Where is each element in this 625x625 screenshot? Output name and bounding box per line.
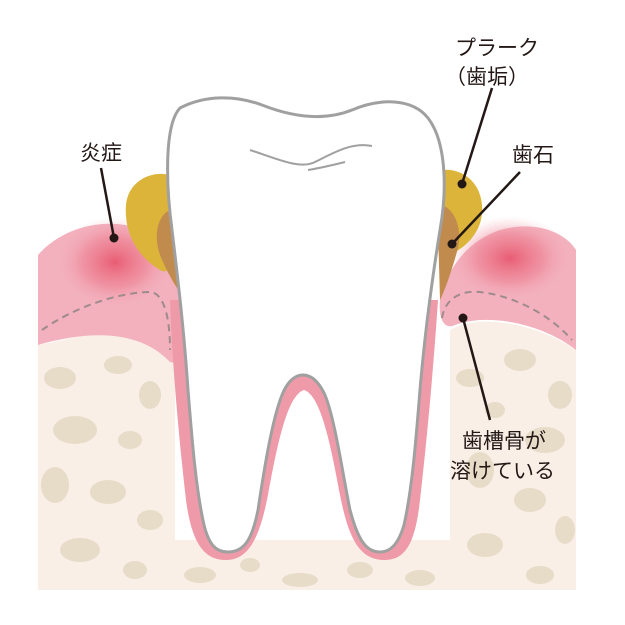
inflammation-right <box>450 216 570 300</box>
tooth-groove-2 <box>307 161 346 171</box>
leader-tartar <box>451 171 521 245</box>
gum-right <box>439 216 576 350</box>
label-plaque-line2: （歯垢） <box>445 65 529 89</box>
original-bone-line-right <box>441 290 573 341</box>
leader-plaque <box>460 87 494 185</box>
leader-lines <box>99 87 521 421</box>
label-inflammation: 炎症 <box>80 141 122 165</box>
leader-bone <box>461 317 492 421</box>
tartar-right <box>438 205 460 300</box>
dot-tartar <box>447 239 457 249</box>
dot-plaque <box>457 179 467 189</box>
leader-inflammation <box>99 167 116 239</box>
label-plaque-line1: プラーク <box>455 36 539 60</box>
label-bone-line2: 溶けている <box>450 459 555 483</box>
dot-inflammation <box>109 233 119 243</box>
bone-spots <box>41 349 575 587</box>
leader-dots <box>109 179 468 323</box>
dot-bone <box>458 313 468 323</box>
bone-body <box>38 321 576 590</box>
original-bone-line-left <box>41 290 171 351</box>
alveolar-bone <box>38 321 576 590</box>
tooth-groove <box>249 144 373 166</box>
label-bone-line1: 歯槽骨が <box>462 429 546 453</box>
tooth <box>166 96 446 554</box>
label-tartar: 歯石 <box>512 143 554 167</box>
